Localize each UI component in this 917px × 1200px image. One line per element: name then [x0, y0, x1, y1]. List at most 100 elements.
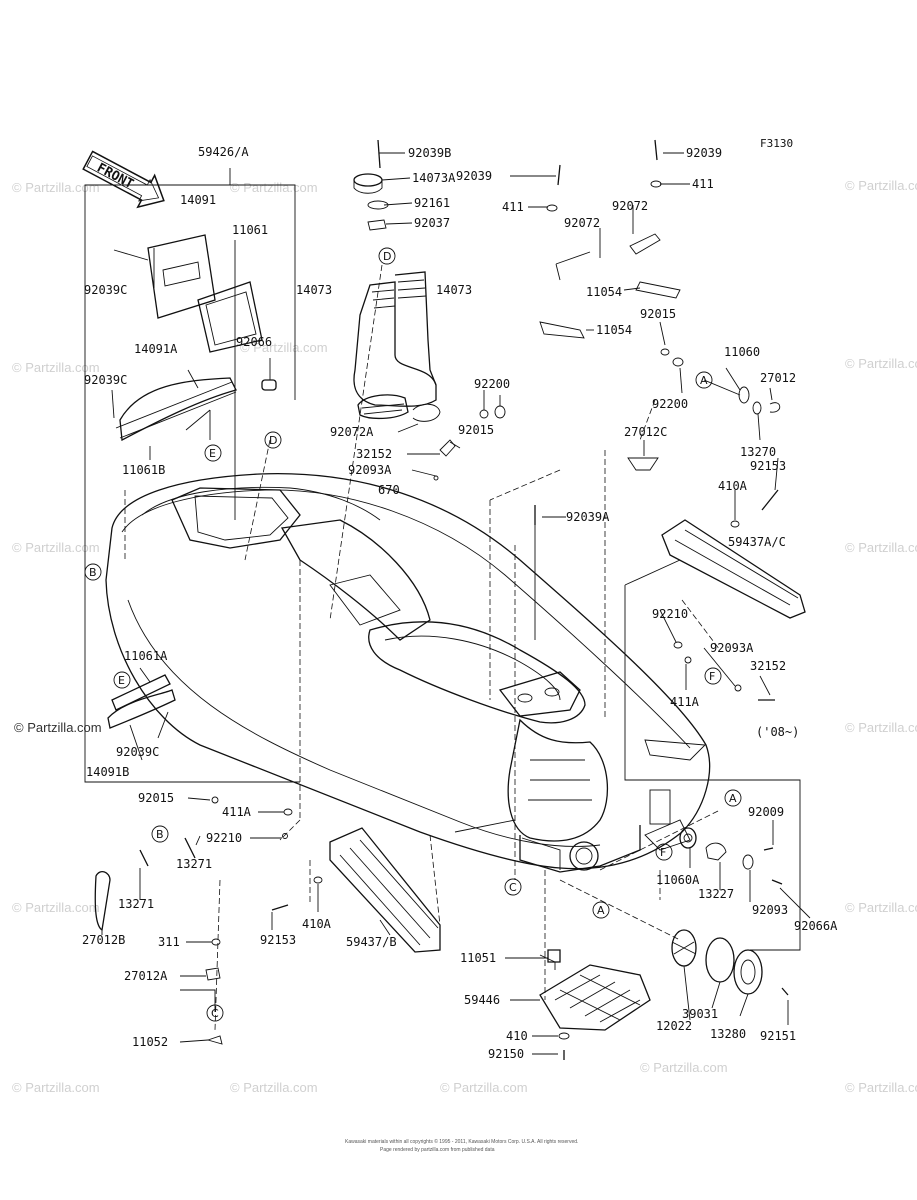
- part-label: 59437/B: [346, 935, 397, 949]
- part-label: 92066: [236, 335, 272, 349]
- part-label: 411: [502, 200, 524, 214]
- part-label: 410: [506, 1029, 528, 1043]
- part-label: 11054: [586, 285, 622, 299]
- part-label: 92093: [752, 903, 788, 917]
- part-label: 92009: [748, 805, 784, 819]
- part-label: 92072: [564, 216, 600, 230]
- watermark: © Partzilla.com: [640, 1060, 728, 1075]
- part-label: 92150: [488, 1047, 524, 1061]
- part-label: 32152: [356, 447, 392, 461]
- ref-marker-f: F: [655, 843, 673, 861]
- ref-marker-b: B: [84, 563, 102, 581]
- part-label: 92039: [456, 169, 492, 183]
- part-label: 12022: [656, 1019, 692, 1033]
- part-label: 11051: [460, 951, 496, 965]
- svg-text:C: C: [211, 1007, 219, 1020]
- part-label: 92039C: [84, 373, 127, 387]
- part-label: 11061: [232, 223, 268, 237]
- part-label: 92039A: [566, 510, 610, 524]
- svg-text:B: B: [156, 828, 164, 841]
- part-label: 14091B: [86, 765, 129, 779]
- part-label: 92161: [414, 196, 450, 210]
- watermark: © Partzilla.com: [12, 180, 100, 195]
- part-label: 92015: [138, 791, 174, 805]
- watermark-visible: © Partzilla.com: [14, 720, 102, 735]
- part-label: 410A: [302, 917, 332, 931]
- part-label: 92151: [760, 1029, 796, 1043]
- part-label: 11060: [724, 345, 760, 359]
- part-label: 13271: [118, 897, 154, 911]
- watermark: © Partzilla.com: [12, 900, 100, 915]
- ref-marker-d: D: [264, 431, 282, 449]
- hardware-items: [94, 139, 789, 1060]
- svg-text:A: A: [597, 904, 605, 917]
- watermark: © Partzilla.com: [845, 540, 917, 555]
- svg-text:E: E: [209, 447, 216, 460]
- part-label: 92015: [640, 307, 676, 321]
- svg-text:E: E: [118, 674, 125, 687]
- ref-marker-f: F: [704, 667, 722, 685]
- part-label: 670: [378, 483, 400, 497]
- part-label: 14091A: [134, 342, 178, 356]
- svg-text:A: A: [729, 792, 737, 805]
- figure-code: F3130: [760, 137, 793, 150]
- hull-body: [105, 472, 711, 873]
- svg-text:D: D: [383, 250, 391, 263]
- svg-text:F: F: [709, 670, 715, 683]
- part-label: 13280: [710, 1027, 746, 1041]
- part-label: 411: [692, 177, 714, 191]
- part-label: 410A: [718, 479, 748, 493]
- svg-text:A: A: [700, 374, 708, 387]
- part-label: 92200: [652, 397, 688, 411]
- part-label: 92093A: [348, 463, 392, 477]
- ref-marker-d: D: [378, 247, 396, 265]
- copyright-line: Kawasaki materials within all copyrights…: [345, 1138, 578, 1145]
- watermark: © Partzilla.com: [230, 1080, 318, 1095]
- part-label: 92066A: [794, 919, 838, 933]
- ride-plate-left: [329, 827, 441, 953]
- watermark: © Partzilla.com: [845, 720, 917, 735]
- leader-lines: [101, 152, 811, 1055]
- part-label: 11061A: [124, 649, 168, 663]
- part-label: 92210: [206, 831, 242, 845]
- part-label: 92072A: [330, 425, 374, 439]
- ref-marker-a: A: [695, 371, 713, 389]
- part-label: 92153: [260, 933, 296, 947]
- part-label: 92039C: [116, 745, 159, 759]
- svg-text:B: B: [89, 566, 97, 579]
- part-label: 92153: [750, 459, 786, 473]
- svg-text:C: C: [509, 881, 517, 894]
- part-label: 92039C: [84, 283, 127, 297]
- part-label: 92015: [458, 423, 494, 437]
- part-label: 13270: [740, 445, 776, 459]
- ref-marker-b: B: [151, 825, 169, 843]
- copyright-line: Page rendered by partzilla.com from publ…: [380, 1147, 495, 1153]
- watermark: © Partzilla.com: [12, 540, 100, 555]
- part-label: 92037: [414, 216, 450, 230]
- part-label: 92200: [474, 377, 510, 391]
- part-label: 27012C: [624, 425, 667, 439]
- bracket-lines: [84, 168, 801, 1012]
- part-label: 39031: [682, 1007, 718, 1021]
- ride-plate-right: [661, 519, 806, 619]
- watermark-layer: © Partzilla.com © Partzilla.com © Partzi…: [12, 178, 917, 1095]
- part-label: 92210: [652, 607, 688, 621]
- part-label: 14073: [296, 283, 332, 297]
- part-label: 411A: [222, 805, 252, 819]
- part-label: 27012: [760, 371, 796, 385]
- part-label: 311: [158, 935, 180, 949]
- part-labels: 59426/A 92039B 14073A 92161 92037 92039 …: [82, 145, 838, 1061]
- part-label: 411A: [670, 695, 700, 709]
- watermark: © Partzilla.com: [845, 178, 917, 193]
- part-label: 32152: [750, 659, 786, 673]
- watermark: © Partzilla.com: [12, 1080, 100, 1095]
- watermark: © Partzilla.com: [240, 340, 328, 355]
- ref-marker-e: E: [113, 671, 131, 689]
- guide-lines: [124, 264, 721, 1031]
- watermark: © Partzilla.com: [845, 356, 917, 371]
- ref-marker-c: C: [206, 1004, 224, 1022]
- ref-marker-e: E: [204, 444, 222, 462]
- part-label: 27012B: [82, 933, 125, 947]
- part-label: 27012A: [124, 969, 168, 983]
